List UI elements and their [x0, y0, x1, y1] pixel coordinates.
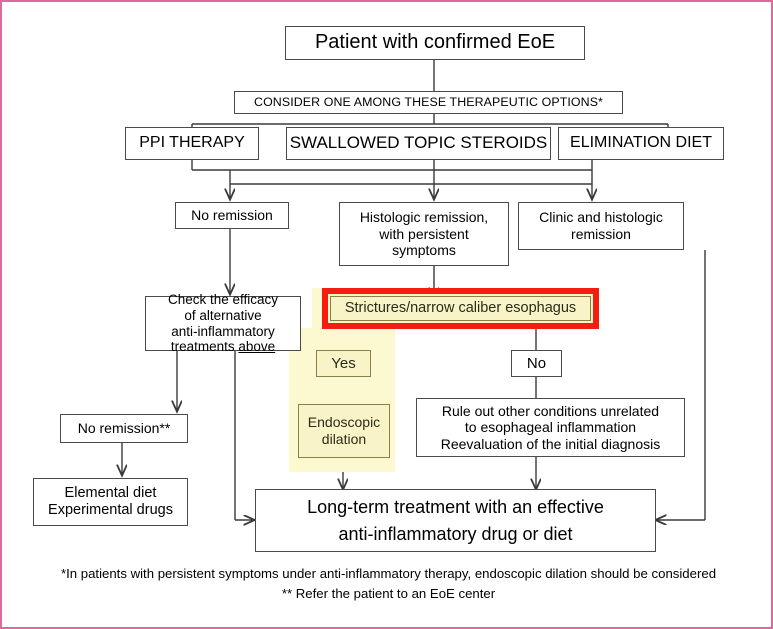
node-patient-confirmed-eoe[interactable]: Patient with confirmed EoE	[285, 26, 585, 60]
node-histologic-remission[interactable]: Histologic remission, with persistent sy…	[339, 202, 509, 266]
node-no-remission-referral[interactable]: No remission**	[60, 414, 188, 443]
node-elemental-diet[interactable]: Elemental diet Experimental drugs	[33, 478, 188, 526]
node-endoscopic-dilation[interactable]: Endoscopic dilation	[298, 404, 390, 458]
check-efficacy-line-4: treatments above	[171, 339, 275, 355]
node-rule-out-conditions[interactable]: Rule out other conditions unrelated to e…	[416, 398, 685, 457]
check-efficacy-line-1: Check the efficacy	[167, 291, 279, 307]
node-check-efficacy[interactable]: Check the efficacy of alternative anti-i…	[145, 292, 301, 354]
node-ppi-therapy[interactable]: PPI THERAPY	[125, 127, 259, 160]
node-clinic-histologic-remission[interactable]: Clinic and histologic remission	[518, 202, 684, 250]
check-efficacy-above-emphasis: above	[238, 339, 276, 355]
node-strictures-narrow-caliber[interactable]: Strictures/narrow caliber esophagus	[330, 296, 591, 321]
node-no-remission[interactable]: No remission	[175, 202, 289, 229]
footnote-line-1: *In patients with persistent symptoms un…	[60, 566, 717, 581]
node-no[interactable]: No	[511, 350, 562, 377]
node-consider-options[interactable]: CONSIDER ONE AMONG THESE THERAPEUTIC OPT…	[234, 91, 623, 114]
check-efficacy-line-3: anti-inflammatory	[171, 323, 275, 339]
node-long-term-treatment[interactable]: Long-term treatment with an effective an…	[255, 489, 656, 552]
footnote-line-2: ** Refer the patient to an EoE center	[281, 586, 496, 601]
node-swallowed-topic-steroids[interactable]: SWALLOWED TOPIC STEROIDS	[286, 127, 551, 160]
check-efficacy-line-4-text: treatments	[170, 339, 239, 355]
node-yes[interactable]: Yes	[316, 350, 371, 377]
node-elimination-diet[interactable]: ELIMINATION DIET	[558, 127, 724, 160]
check-efficacy-line-2: of alternative	[184, 307, 262, 323]
